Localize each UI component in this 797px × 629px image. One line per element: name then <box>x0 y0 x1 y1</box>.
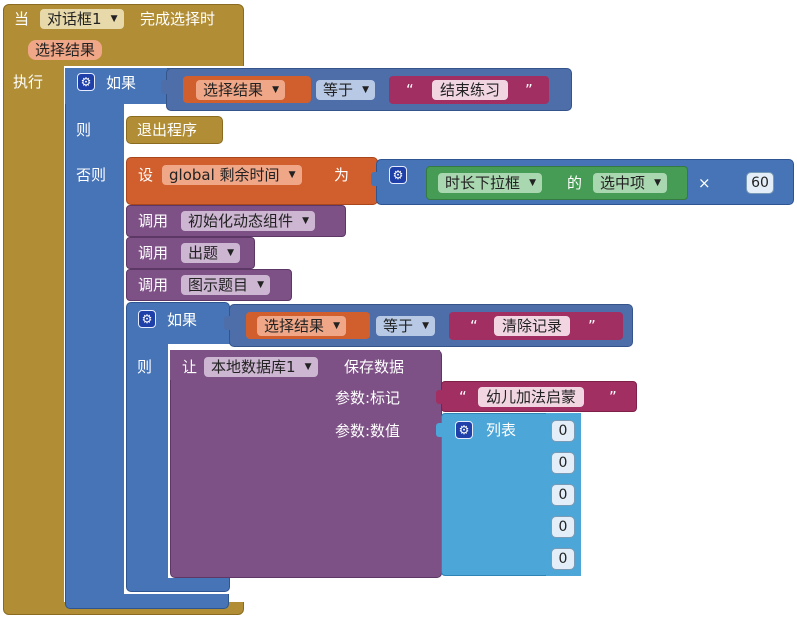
event-do-label: 执行 <box>13 73 44 91</box>
gear-icon[interactable]: ⚙ <box>455 421 473 439</box>
chevron-down-icon: ▼ <box>529 178 537 188</box>
call-proc-name-1: 初始化动态组件 <box>188 212 294 230</box>
call-proc-name-2: 出题 <box>188 244 219 262</box>
store-tag-label: 参数:标记 <box>335 389 401 407</box>
call-proc-dropdown-2[interactable]: 出题 ▼ <box>181 243 241 263</box>
exit-label: 退出程序 <box>137 121 198 139</box>
event-component-dropdown[interactable]: 对话框1 ▼ <box>40 9 124 29</box>
list-item-number[interactable]: 0 <box>551 548 575 570</box>
list-label: 列表 <box>486 421 517 439</box>
if1-compare-connector <box>161 80 167 94</box>
if2-compare-connector <box>224 316 230 330</box>
if1-then-label: 则 <box>76 121 92 139</box>
chevron-down-icon: ▼ <box>227 248 235 258</box>
if2-lhs-value: 选择结果 <box>264 317 325 335</box>
getter-of-label: 的 <box>567 174 583 192</box>
chevron-down-icon: ▼ <box>257 280 265 290</box>
call-label-3: 调用 <box>138 276 169 294</box>
exit-block[interactable] <box>126 116 223 144</box>
multiply-connector <box>371 172 377 186</box>
event-name-label: 完成选择时 <box>140 10 216 28</box>
factor-number[interactable]: 60 <box>746 172 774 194</box>
open-quote-icon: “ <box>406 81 414 99</box>
set-var-dropdown[interactable]: global 剩余时间 ▼ <box>162 165 302 185</box>
set-var-name: global 剩余时间 <box>169 166 280 184</box>
call-label-1: 调用 <box>138 212 169 230</box>
if2-then-label: 则 <box>137 358 153 376</box>
if1-label: 如果 <box>106 74 137 92</box>
getter-component-dropdown[interactable]: 时长下拉框 ▼ <box>438 173 543 193</box>
getter-prop-name: 选中项 <box>600 174 646 192</box>
if1-op-dropdown[interactable]: 等于 ▼ <box>316 80 376 100</box>
tag-connector <box>436 390 442 404</box>
tag-value: 幼儿加法启蒙 <box>486 388 577 406</box>
store-value-label: 参数:数值 <box>335 422 401 440</box>
if1-else-label: 否则 <box>76 166 107 184</box>
open-quote-icon: “ <box>459 388 467 406</box>
if2-op-dropdown[interactable]: 等于 ▼ <box>376 316 436 336</box>
close-quote-icon: ” <box>609 388 617 406</box>
store-let-label: 让 <box>182 358 198 376</box>
set-to-label: 为 <box>334 166 350 184</box>
list-item-value: 0 <box>558 423 568 439</box>
tag-field[interactable]: 幼儿加法启蒙 <box>478 387 585 407</box>
chevron-down-icon: ▼ <box>304 362 312 372</box>
call-proc-name-3: 图示题目 <box>188 276 249 294</box>
chevron-down-icon: ▼ <box>302 216 310 226</box>
chevron-down-icon: ▼ <box>288 170 296 180</box>
close-quote-icon: ” <box>588 317 596 335</box>
gear-icon[interactable]: ⚙ <box>77 73 95 91</box>
gear-icon[interactable]: ⚙ <box>138 310 156 328</box>
set-label: 设 <box>138 166 154 184</box>
chevron-down-icon: ▼ <box>333 321 341 331</box>
store-block[interactable] <box>170 350 442 578</box>
if2-rhs-field[interactable]: 清除记录 <box>494 316 571 336</box>
chevron-down-icon: ▼ <box>422 321 430 331</box>
if1-lhs-value: 选择结果 <box>203 81 264 99</box>
list-item-value: 0 <box>558 519 568 535</box>
store-component-name: 本地数据库1 <box>211 358 296 376</box>
multiply-sign: × <box>698 174 711 192</box>
call-proc-dropdown-3[interactable]: 图示题目 ▼ <box>181 275 271 295</box>
list-item-number[interactable]: 0 <box>551 420 575 442</box>
open-quote-icon: “ <box>470 317 478 335</box>
if2-rhs-value: 清除记录 <box>502 317 563 335</box>
call-proc-dropdown-1[interactable]: 初始化动态组件 ▼ <box>181 211 316 231</box>
if2-lhs-dropdown[interactable]: 选择结果 ▼ <box>257 316 347 336</box>
if1-rhs-value: 结束练习 <box>440 81 501 99</box>
if1-op-value: 等于 <box>323 81 354 99</box>
list-item-value: 0 <box>558 487 568 503</box>
list-item-number[interactable]: 0 <box>551 452 575 474</box>
gear-icon[interactable]: ⚙ <box>389 166 407 184</box>
event-when-label: 当 <box>14 10 30 28</box>
factor-value: 60 <box>751 175 769 191</box>
store-method-label: 保存数据 <box>344 358 405 376</box>
chevron-down-icon: ▼ <box>654 178 662 188</box>
if1-lhs-dropdown[interactable]: 选择结果 ▼ <box>196 80 286 100</box>
call-label-2: 调用 <box>138 244 169 262</box>
event-component-name: 对话框1 <box>47 10 102 28</box>
chevron-down-icon: ▼ <box>272 85 280 95</box>
list-item-number[interactable]: 0 <box>551 484 575 506</box>
list-connector <box>436 423 442 437</box>
list-item-value: 0 <box>558 455 568 471</box>
if1-rhs-field[interactable]: 结束练习 <box>432 80 509 100</box>
getter-component-name: 时长下拉框 <box>445 174 521 192</box>
list-item-number[interactable]: 0 <box>551 516 575 538</box>
list-item-value: 0 <box>558 551 568 567</box>
if2-op-value: 等于 <box>383 317 414 335</box>
chevron-down-icon: ▼ <box>362 85 370 95</box>
if2-label: 如果 <box>167 311 198 329</box>
event-param-chip[interactable]: 选择结果 <box>28 40 103 60</box>
getter-prop-dropdown[interactable]: 选中项 ▼ <box>593 173 668 193</box>
event-param-name: 选择结果 <box>35 41 96 59</box>
chevron-down-icon: ▼ <box>110 14 118 24</box>
store-component-dropdown[interactable]: 本地数据库1 ▼ <box>204 357 318 377</box>
close-quote-icon: ” <box>525 81 533 99</box>
